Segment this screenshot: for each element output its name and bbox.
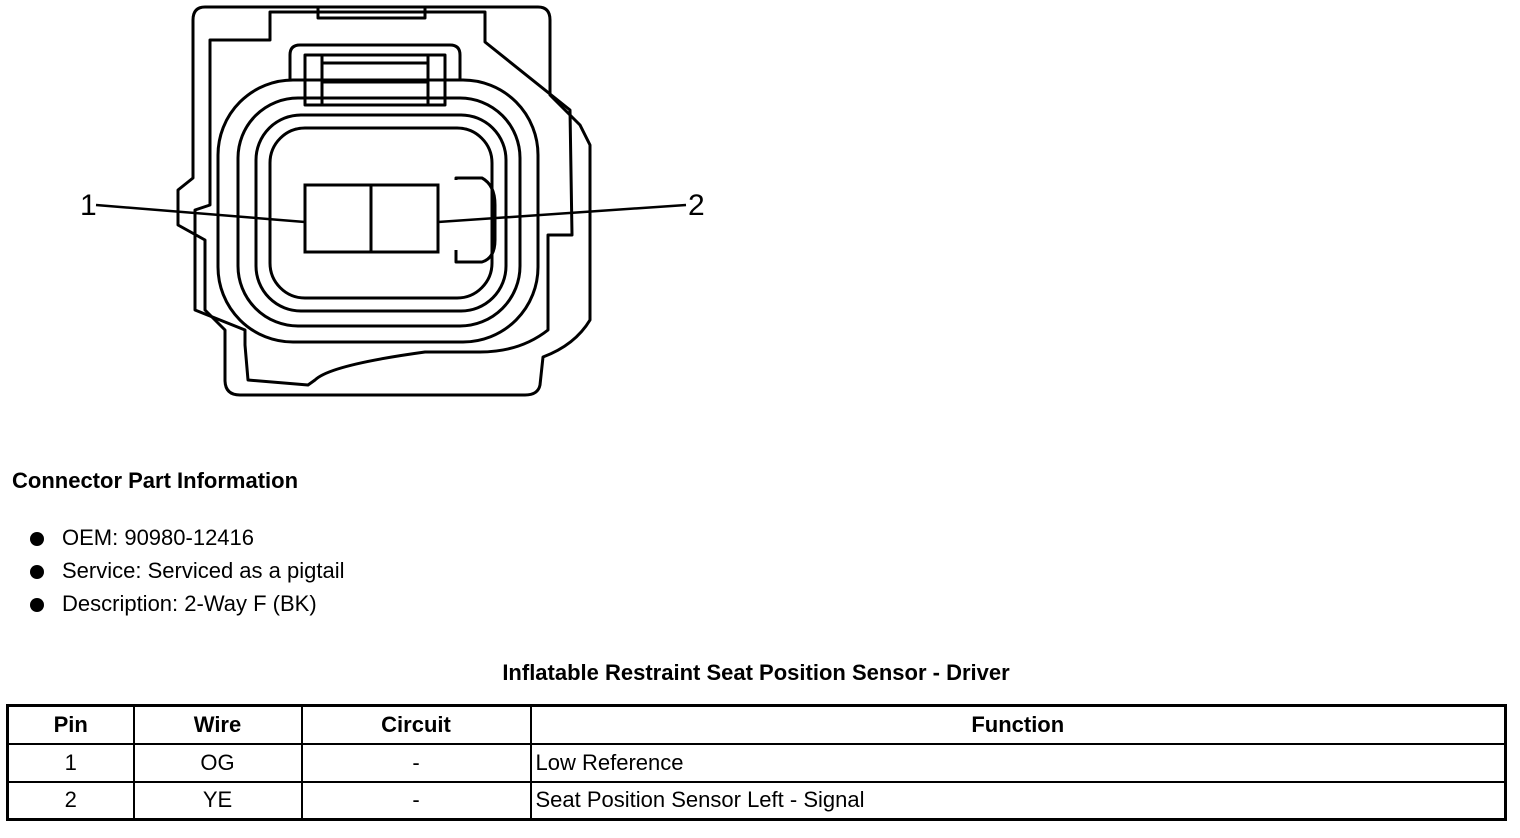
cell-function: Seat Position Sensor Left - Signal bbox=[529, 780, 1507, 821]
pin-1-leader-line bbox=[95, 203, 306, 224]
cell-circuit: - bbox=[300, 742, 532, 783]
info-item-text: Service: Serviced as a pigtail bbox=[62, 558, 345, 583]
header-pin: Pin bbox=[6, 704, 135, 745]
info-item-service: Service: Serviced as a pigtail bbox=[30, 557, 344, 590]
header-wire: Wire bbox=[132, 704, 303, 745]
connector-info-heading: Connector Part Information bbox=[12, 468, 299, 493]
info-item-text: Description: 2-Way F (BK) bbox=[62, 591, 317, 616]
cell-pin: 2 bbox=[6, 780, 135, 821]
info-item-description: Description: 2-Way F (BK) bbox=[30, 590, 344, 623]
header-function: Function bbox=[529, 704, 1507, 745]
connector-housing bbox=[176, 5, 592, 397]
bullet-icon bbox=[30, 565, 44, 579]
cell-wire: YE bbox=[132, 780, 303, 821]
connector-diagram: 1 2 bbox=[0, 0, 760, 420]
table-row: 2 YE - Seat Position Sensor Left - Signa… bbox=[6, 780, 1507, 821]
pinout-table-title: Inflatable Restraint Seat Position Senso… bbox=[502, 660, 1010, 685]
info-item-oem: OEM: 90980-12416 bbox=[30, 524, 344, 557]
cell-wire: OG bbox=[132, 742, 303, 783]
bullet-icon bbox=[30, 532, 44, 546]
connector-info-list: OEM: 90980-12416 Service: Serviced as a … bbox=[30, 524, 344, 623]
connector-face-drawing: 1 2 bbox=[80, 5, 705, 397]
info-item-text: OEM: 90980-12416 bbox=[62, 525, 255, 550]
cell-circuit: - bbox=[300, 780, 532, 821]
table-row: 1 OG - Low Reference bbox=[6, 742, 1507, 783]
pinout-table: Pin Wire Circuit Function 1 OG - Low Ref… bbox=[6, 704, 1507, 821]
bullet-icon bbox=[30, 598, 44, 612]
table-header-row: Pin Wire Circuit Function bbox=[6, 704, 1507, 745]
pin-2-leader-line bbox=[437, 203, 687, 224]
pin-label-2: 2 bbox=[688, 189, 705, 222]
cell-pin: 1 bbox=[6, 742, 135, 783]
header-circuit: Circuit bbox=[300, 704, 532, 745]
pin-label-1: 1 bbox=[80, 189, 97, 222]
cell-function: Low Reference bbox=[529, 742, 1507, 783]
terminal-cavities bbox=[303, 183, 440, 254]
